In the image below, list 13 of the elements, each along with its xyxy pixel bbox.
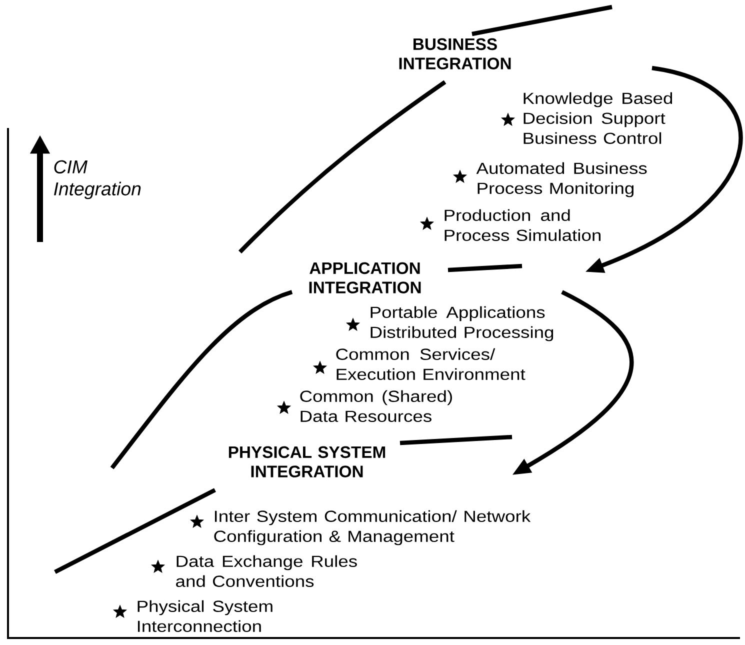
item-text: Common (Shared) Data Resources — [300, 390, 452, 422]
item-text: Data Exchange Rules and Conventions — [176, 555, 357, 587]
item-text: Portable Applications Distributed Processing — [370, 306, 554, 342]
item-text: Inter System Communication/ Network Configuration & Management — [214, 510, 531, 546]
level-heading: APPLICATION INTEGRATION — [309, 262, 421, 294]
item-text: Knowledge Based Decision Support Business Control — [524, 92, 672, 144]
level-heading: BUSINESS INTEGRATION — [399, 38, 511, 70]
item-text: Common Services/ Execution Environment — [336, 348, 526, 380]
level-heading: PHYSICAL SYSTEM INTEGRATION — [228, 446, 386, 478]
axis-label: CIM Integration — [54, 160, 141, 200]
item-text: Production and Process Simulation — [444, 209, 600, 241]
item-text: Physical System Interconnection — [138, 600, 272, 632]
item-text: Automated Business Process Monitoring — [476, 162, 647, 198]
